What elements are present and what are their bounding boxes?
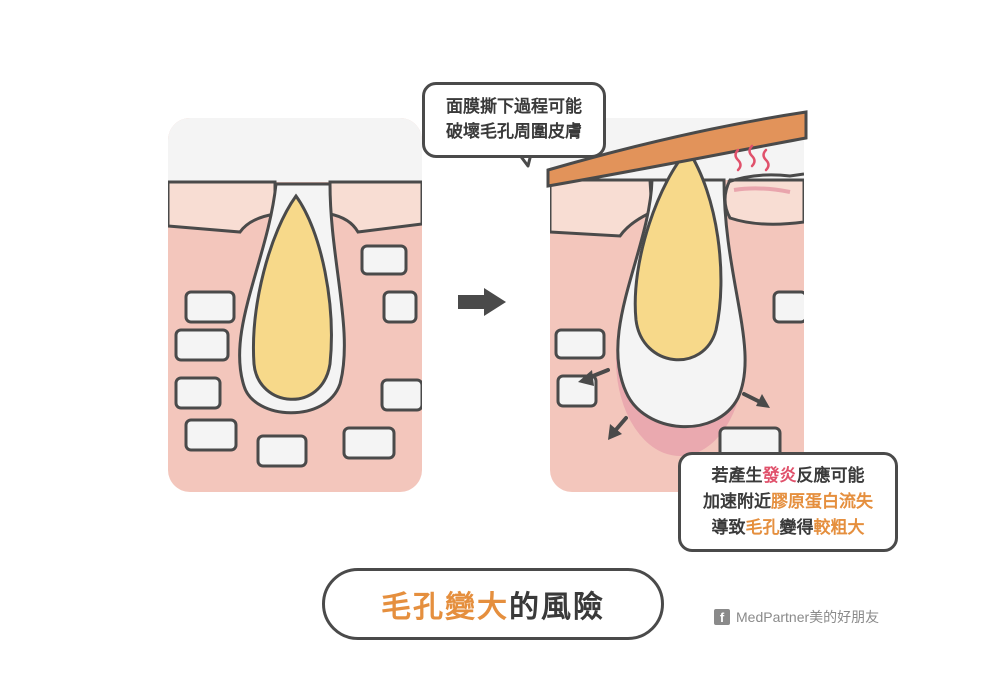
transition-arrow (458, 288, 506, 316)
callout-text: 若產生 (711, 466, 763, 486)
callout-highlight: 毛孔 (745, 518, 780, 538)
facebook-icon: f (714, 609, 730, 625)
pore-follicle-normal (238, 182, 346, 415)
peel-warning-callout: 面膜撕下過程可能 破壞毛孔周圍皮膚 (422, 82, 606, 158)
callout-highlight: 較粗大 (813, 518, 865, 538)
brand-text: MedPartner美的好朋友 (736, 609, 880, 625)
sebum-plug (252, 193, 333, 401)
callout-text: 導致 (711, 518, 746, 538)
page-title: 毛孔變大的風險 (322, 568, 664, 640)
skin-cells (174, 244, 422, 468)
title-rest: 的風險 (509, 590, 605, 625)
callout-line: 導致毛孔變得較粗大 (681, 515, 895, 541)
irritation-lines-icon (734, 144, 770, 172)
callout-line: 若產生發炎反應可能 (681, 463, 895, 489)
brand-credit: f MedPartner美的好朋友 (714, 607, 879, 627)
pore-follicle-enlarged (616, 147, 747, 429)
sebum-plug (633, 147, 723, 362)
callout-highlight: 發炎 (762, 466, 797, 486)
normal-pore-panel (168, 118, 422, 492)
title-highlight: 毛孔變大 (381, 590, 509, 625)
callout-line: 破壞毛孔周圍皮膚 (446, 122, 582, 142)
callout-line: 面膜撕下過程可能 (446, 97, 582, 117)
callout-text: 反應可能 (796, 466, 865, 486)
callout-highlight: 膠原蛋白流失 (771, 492, 873, 512)
callout-text: 變得 (779, 518, 814, 538)
collagen-loss-arrows (578, 368, 770, 440)
callout-line: 加速附近膠原蛋白流失 (681, 489, 895, 515)
callout-text: 加速附近 (703, 492, 771, 512)
inflammation-callout: 若產生發炎反應可能 加速附近膠原蛋白流失 導致毛孔變得較粗大 (678, 452, 898, 552)
peeled-mask-strip (546, 110, 808, 188)
